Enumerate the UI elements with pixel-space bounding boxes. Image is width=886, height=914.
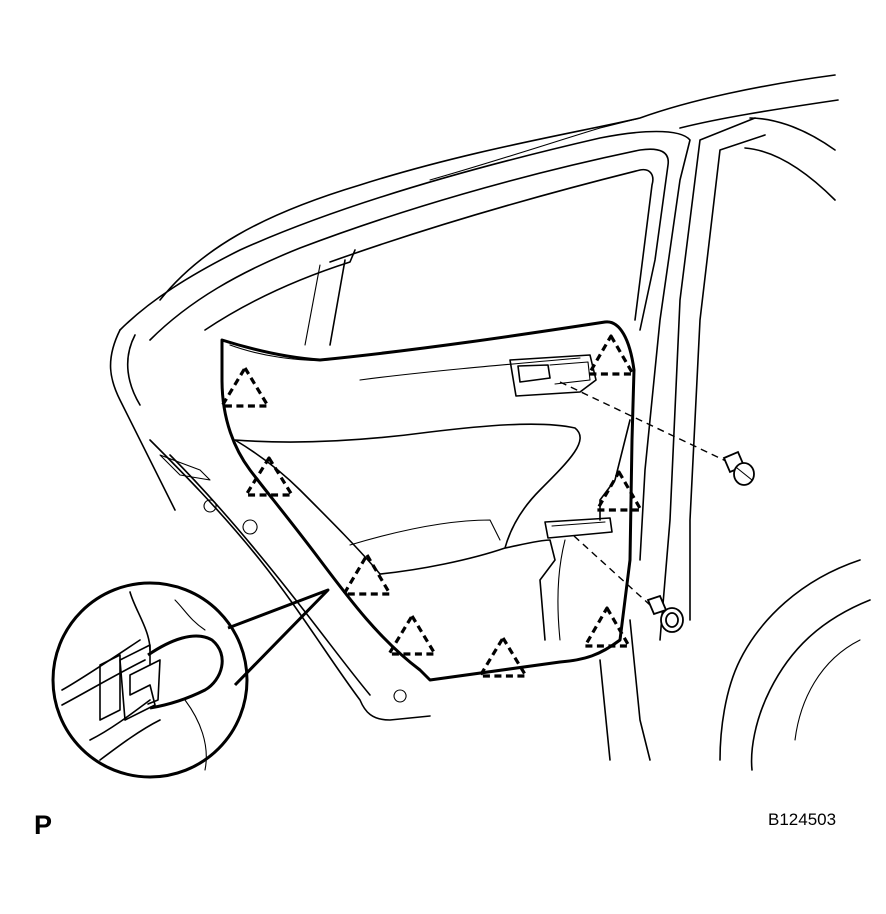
clip-marker-right-mid	[595, 470, 643, 512]
screw-icon	[646, 594, 684, 633]
door-frame	[109, 130, 691, 721]
clip-marker-upper-left	[220, 366, 270, 408]
figure-code: B124503	[768, 810, 837, 829]
clip-markers	[220, 334, 643, 678]
door-trim-panel	[220, 320, 636, 682]
vehicle-body-outline	[159, 74, 839, 641]
clip-detail-magnifier	[51, 581, 330, 779]
clip-marker-left-lower	[342, 553, 392, 596]
screw-icon	[722, 450, 755, 486]
clip-marker-upper-right	[587, 334, 635, 376]
screws	[559, 381, 755, 633]
clip-marker-right-lower	[583, 606, 631, 648]
view-label: P	[34, 810, 53, 840]
rear-fender	[599, 559, 871, 771]
